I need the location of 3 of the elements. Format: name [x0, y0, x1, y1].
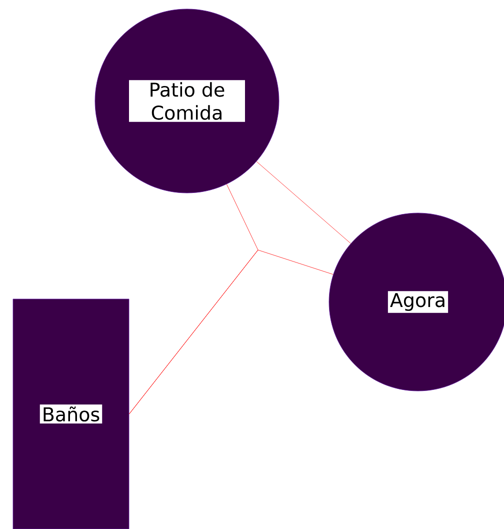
area-rectangle: Baños	[12, 298, 130, 529]
connector-line	[129, 250, 334, 414]
connector-line	[256, 161, 351, 244]
